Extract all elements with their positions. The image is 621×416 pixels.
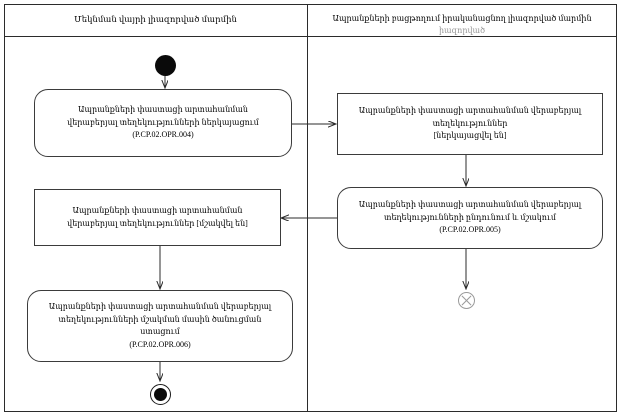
action-node-receive-processing-notice[interactable]: Ապրանքների փաստացի արտահանման վերաբերյալ… bbox=[27, 290, 293, 362]
swimlane-label-right: Ապրանքների բացթողում իրականացնող լիազորվ… bbox=[332, 14, 592, 23]
initial-node bbox=[155, 55, 176, 76]
swimlane-header-left: Մեկնման վայրի լիազորված մարմին bbox=[4, 4, 307, 36]
swimlane-label-left: Մեկնման վայրի լիազորված մարմին bbox=[74, 14, 237, 24]
swimlane-header-divider bbox=[4, 36, 617, 37]
action-node-receive-and-process[interactable]: Ապրանքների փաստացի արտահանման վերաբերյալ… bbox=[337, 187, 603, 249]
swimlane-divider bbox=[307, 4, 308, 412]
activity-final-node bbox=[150, 384, 171, 405]
object-node-export-info-processed-label: Ապրանքների փաստացի արտահանման վերաբերյալ… bbox=[67, 206, 248, 228]
flow-final-node bbox=[458, 292, 475, 309]
object-node-export-info-submitted-label: Ապրանքների փաստացի արտահանման վերաբերյալ… bbox=[358, 106, 582, 141]
action-node-receive-and-process-label: Ապրանքների փաստացի արտահանման վերաբերյալ… bbox=[358, 200, 582, 235]
action-node-submit-export-info-label: Ապրանքների փաստացի արտահանման վերաբերյալ… bbox=[67, 105, 259, 140]
swimlane-header-right: Ապրանքների բացթողում իրականացնող լիազորվ… bbox=[307, 4, 617, 36]
object-node-export-info-processed[interactable]: Ապրանքների փաստացի արտահանման վերաբերյալ… bbox=[34, 189, 281, 246]
action-node-submit-export-info[interactable]: Ապրանքների փաստացի արտահանման վերաբերյալ… bbox=[34, 89, 292, 157]
diagram-frame bbox=[4, 4, 617, 412]
swimlane-label-right-clipped: իազորված bbox=[438, 26, 486, 35]
action-node-receive-processing-notice-label: Ապրանքների փաստացի արտահանման վերաբերյալ… bbox=[48, 302, 272, 349]
object-node-export-info-submitted[interactable]: Ապրանքների փաստացի արտահանման վերաբերյալ… bbox=[337, 93, 603, 155]
